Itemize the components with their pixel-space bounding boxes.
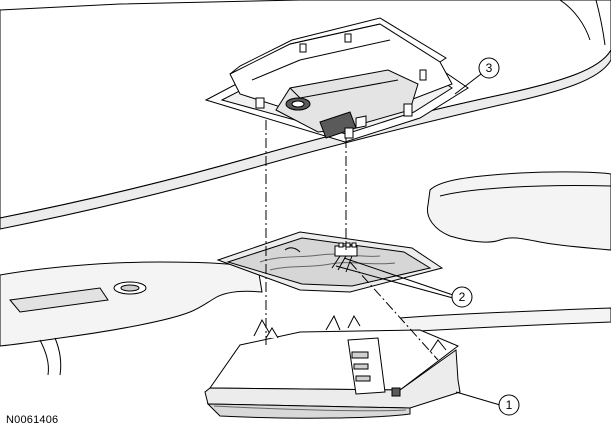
callout-1: 1	[455, 391, 520, 416]
callout-3-label: 3	[486, 61, 493, 75]
lower-headliner	[0, 171, 611, 376]
callout-2: 2	[335, 257, 473, 308]
console-mounting-bracket	[204, 17, 469, 143]
callout-1-leader	[455, 391, 501, 406]
callout-2-leader-a	[343, 257, 454, 296]
callout-2-label: 2	[459, 290, 466, 304]
callout-3: 3	[454, 57, 500, 95]
callout-3-leader	[454, 73, 482, 95]
overhead-console	[204, 314, 461, 419]
figure-id: N0061406	[6, 414, 59, 426]
callout-1-label: 1	[506, 398, 513, 412]
callout-1-circle	[498, 394, 520, 416]
callout-2-circle	[451, 286, 473, 308]
callout-3-circle	[478, 57, 500, 79]
alignment-lines	[265, 120, 439, 361]
callout-2-leader-b	[335, 265, 454, 299]
console-opening	[216, 231, 444, 293]
